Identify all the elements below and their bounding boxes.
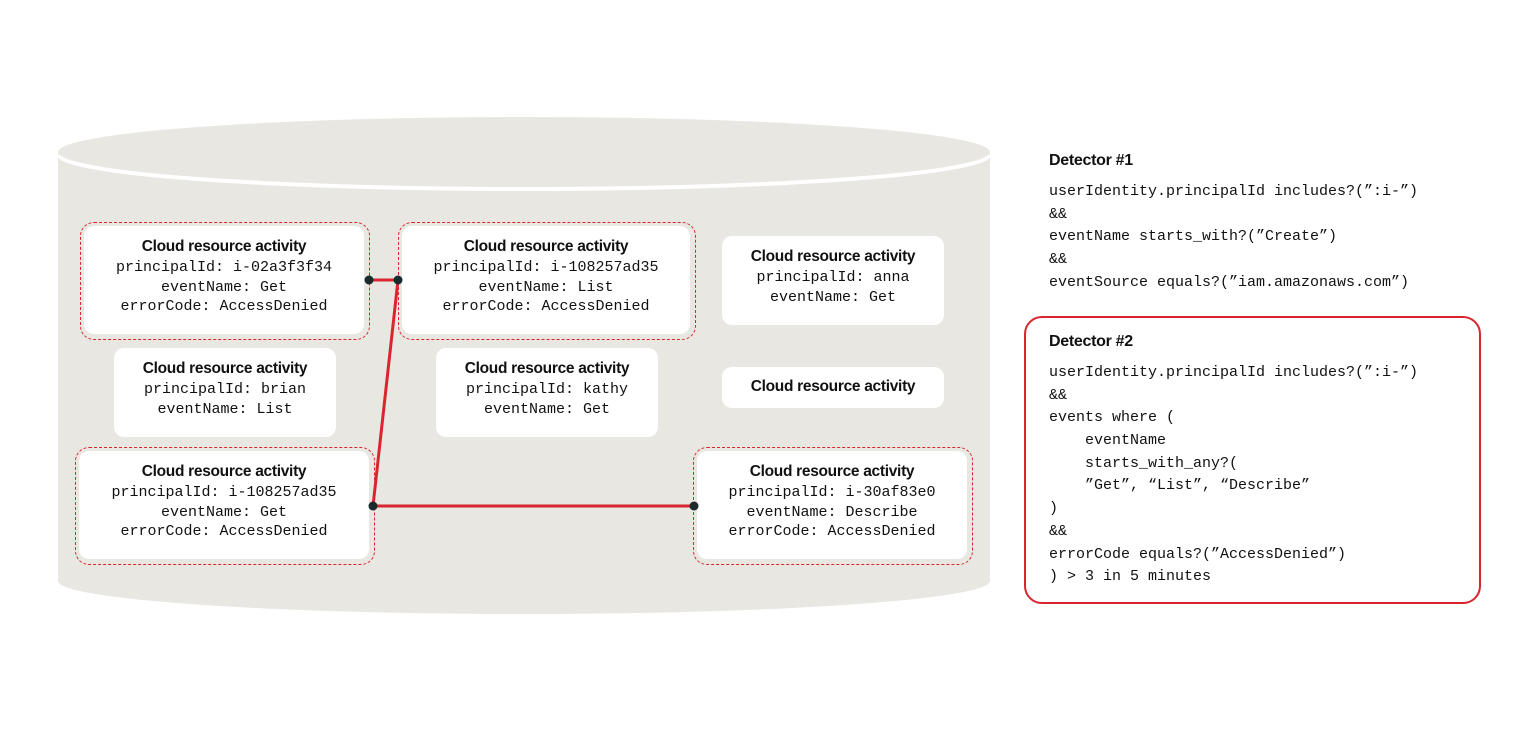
card-field: eventName: Get bbox=[483, 400, 611, 418]
card-field: principalId: i-108257ad35 bbox=[433, 259, 659, 276]
link-node bbox=[368, 501, 378, 511]
activity-card-c3: Cloud resource activity principalId: ann… bbox=[722, 236, 944, 325]
card-title: Cloud resource activity bbox=[464, 360, 630, 377]
code-line: && bbox=[1049, 386, 1068, 404]
card-field: eventName: Describe bbox=[746, 503, 918, 521]
card-title: Cloud resource activity bbox=[141, 463, 307, 480]
card-title: Cloud resource activity bbox=[750, 378, 916, 395]
activity-card-c6: Cloud resource activity bbox=[722, 367, 944, 408]
card-field: eventName: Get bbox=[769, 288, 897, 306]
card-field: eventName: List bbox=[478, 278, 614, 296]
card-field: errorCode: AccessDenied bbox=[120, 298, 328, 315]
card-title: Cloud resource activity bbox=[463, 238, 629, 255]
code-line: eventName starts_with?(”Create”) bbox=[1049, 228, 1338, 246]
card-field: errorCode: AccessDenied bbox=[442, 298, 650, 315]
detector-2-title: Detector #2 bbox=[1049, 333, 1133, 350]
activity-card-c5: Cloud resource activity principalId: kat… bbox=[436, 348, 658, 437]
card-title: Cloud resource activity bbox=[141, 238, 307, 255]
card-field: principalId: brian bbox=[143, 381, 307, 398]
card-field: principalId: i-02a3f3f34 bbox=[115, 259, 333, 276]
card-field: principalId: i-108257ad35 bbox=[111, 484, 337, 501]
code-line: ) > 3 in 5 minutes bbox=[1049, 568, 1212, 586]
card-title: Cloud resource activity bbox=[750, 248, 916, 265]
detector-1-title: Detector #1 bbox=[1049, 152, 1133, 169]
card-field: eventName: Get bbox=[160, 503, 288, 521]
link-c2-c7 bbox=[371, 279, 400, 507]
code-line: && bbox=[1049, 205, 1068, 223]
code-line: userIdentity.principalId includes?(”:i-”… bbox=[1049, 183, 1419, 200]
card-title: Cloud resource activity bbox=[142, 360, 308, 377]
code-line: ”Get”, “List”, “Describe” bbox=[1049, 477, 1311, 495]
link-node bbox=[364, 275, 374, 285]
link-node bbox=[393, 275, 403, 285]
activity-card-c1: Cloud resource activity principalId: i-0… bbox=[84, 226, 364, 334]
activity-card-c4: Cloud resource activity principalId: bri… bbox=[114, 348, 336, 437]
code-line: ) bbox=[1049, 500, 1059, 518]
code-line: eventName bbox=[1049, 432, 1167, 450]
code-line: errorCode equals?(”AccessDenied”) bbox=[1049, 545, 1347, 563]
code-line: && bbox=[1049, 522, 1068, 540]
activity-card-c2: Cloud resource activity principalId: i-1… bbox=[402, 226, 690, 334]
detector-1-code: userIdentity.principalId includes?(”:i-”… bbox=[1049, 181, 1418, 294]
card-field: eventName: Get bbox=[160, 278, 288, 296]
card-field: errorCode: AccessDenied bbox=[120, 523, 328, 540]
card-field: errorCode: AccessDenied bbox=[728, 523, 936, 540]
card-field: principalId: i-30af83e0 bbox=[728, 484, 936, 501]
detector-2-code: userIdentity.principalId includes?(”:i-”… bbox=[1049, 362, 1418, 589]
activity-card-c8: Cloud resource activity principalId: i-3… bbox=[697, 451, 967, 559]
code-line: eventSource equals?(”iam.amazonaws.com”) bbox=[1049, 273, 1410, 291]
database-cylinder-top bbox=[58, 117, 990, 187]
link-node bbox=[689, 501, 699, 511]
code-line: && bbox=[1049, 251, 1068, 269]
code-line: events where ( bbox=[1049, 409, 1176, 427]
code-line: starts_with_any?( bbox=[1049, 454, 1239, 472]
card-field: principalId: kathy bbox=[465, 381, 629, 398]
activity-card-c7: Cloud resource activity principalId: i-1… bbox=[79, 451, 369, 559]
card-field: principalId: anna bbox=[756, 269, 910, 286]
detector-2-highlight bbox=[1024, 316, 1481, 604]
code-line: userIdentity.principalId includes?(”:i-”… bbox=[1049, 364, 1419, 381]
card-title: Cloud resource activity bbox=[749, 463, 915, 480]
card-field: eventName: List bbox=[157, 400, 293, 418]
